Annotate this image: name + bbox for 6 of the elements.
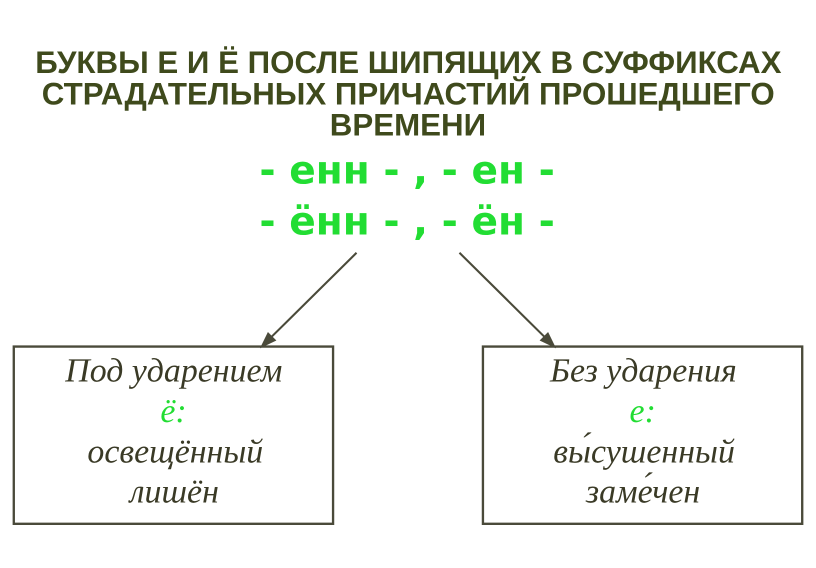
- diagram-title: БУКВЫ Е И Ё ПОСЛЕ ШИПЯЩИХ В СУФФИКСАХ СТРАДАТЕЛЬНЫХ ПРИЧАСТИЙ ПРОШЕДШЕГО ВРЕМЕНИ: [35, 45, 782, 143]
- arrow: [260, 252, 358, 348]
- node-box: Под ударением ё: освещённый лишён: [12, 345, 334, 525]
- node-text: - енн - , - ен - - ённ - , - ён -: [259, 148, 555, 244]
- node-box: Без ударения е: вы́сушенный заме́чен: [482, 345, 804, 525]
- arrow: [458, 252, 556, 348]
